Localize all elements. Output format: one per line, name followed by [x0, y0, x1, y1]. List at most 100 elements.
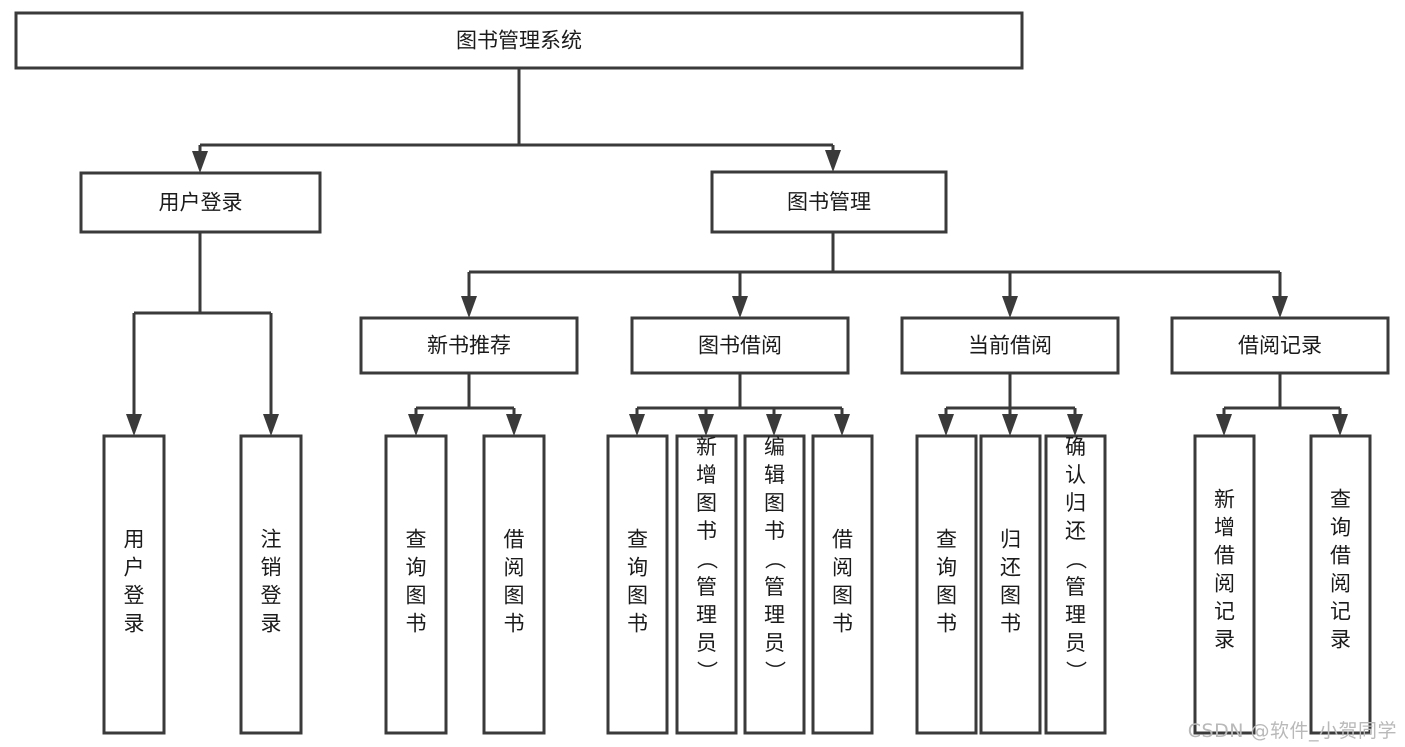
connector-borrow-drop-4: [834, 408, 850, 436]
node-borrow-record[interactable]: 借阅记录: [1170, 316, 1390, 375]
leaf-label-char: 编: [764, 435, 785, 459]
connector-bus-to-user-login: [192, 145, 208, 173]
leaf-label-char: 员: [1065, 631, 1086, 655]
connector-current-drop-1: [938, 408, 954, 436]
root-node-root[interactable]: 图书管理系统: [14, 11, 1024, 70]
leaf-label-char: 记: [1330, 600, 1351, 624]
node-label: 新书推荐: [427, 334, 511, 358]
leaf-label-char: 书: [1000, 612, 1021, 636]
leaf-label-char: 借: [1214, 544, 1235, 568]
leaf-label-char: 查: [406, 528, 427, 552]
node-book-management[interactable]: 图书管理: [710, 170, 948, 234]
leaf-label-char: 书: [504, 612, 525, 636]
node-label: 图书管理: [787, 190, 871, 214]
leaf-label-char: 还: [1065, 519, 1086, 543]
connector-user-login-drop-1: [126, 313, 142, 436]
leaf-label-char: 管: [696, 575, 717, 599]
leaf-label-char: 确: [1065, 435, 1086, 459]
leaf-label-char: ）: [763, 661, 787, 682]
leaf-label-char: 书: [936, 612, 957, 636]
leaf-label-char: 用: [124, 528, 145, 552]
node-label: 当前借阅: [968, 334, 1052, 358]
leaf-label-char: 注: [261, 528, 282, 552]
leaf-label-char: 图: [627, 584, 648, 608]
connector-record-drop-1: [1216, 408, 1232, 436]
leaf-label-char: （: [695, 549, 719, 570]
leaf-label-char: 登: [124, 584, 145, 608]
connector-record-drop-2: [1332, 408, 1348, 436]
node-label: 图书管理系统: [456, 29, 582, 53]
connector-borrow-drop-1: [629, 408, 645, 436]
node-label: 借阅记录: [1238, 334, 1322, 358]
leaf-label-char: 借: [504, 528, 525, 552]
leaf-label-char: 书: [627, 612, 648, 636]
leaf-label-char: 录: [1330, 628, 1351, 652]
node-book-borrow[interactable]: 图书借阅: [630, 316, 850, 375]
leaf-label-char: 图: [936, 584, 957, 608]
connector-borrow-drop-3: [766, 408, 782, 436]
leaf-label-char: 销: [261, 556, 282, 580]
leaf-label-char: 理: [764, 603, 785, 627]
leaf-label-char: 理: [1065, 603, 1086, 627]
leaf-label-char: 图: [832, 584, 853, 608]
leaf-label-char: 录: [1214, 628, 1235, 652]
leaf-label-char: 阅: [1214, 572, 1235, 596]
leaf-label-char: ）: [1064, 661, 1088, 682]
connector-layer: [126, 68, 1348, 436]
leaf-label-char: 借: [832, 528, 853, 552]
leaf-label-char: （: [1064, 549, 1088, 570]
leaf-label-char: 图: [1000, 584, 1021, 608]
node-label: 图书借阅: [698, 334, 782, 358]
node-current-borrow[interactable]: 当前借阅: [900, 316, 1120, 375]
leaf-label-char: 书: [406, 612, 427, 636]
leaf-label-char: 图: [764, 491, 785, 515]
connector-book-mgmt-drop-1: [461, 272, 477, 318]
leaf-label-char: 图: [406, 584, 427, 608]
connector-user-login-drop-2: [263, 313, 279, 436]
leaf-label: 用户登录: [124, 528, 145, 636]
leaf-label-char: 增: [1214, 516, 1235, 540]
leaf-label-char: 询: [1330, 516, 1351, 540]
leaf-label-char: （: [763, 549, 787, 570]
leaf-label-char: 询: [406, 556, 427, 580]
connector-book-mgmt-drop-4: [1272, 272, 1288, 318]
leaf-label-char: 辑: [764, 463, 785, 487]
leaf-label-char: 管: [764, 575, 785, 599]
connector-book-mgmt-drop-2: [732, 272, 748, 318]
node-user-login[interactable]: 用户登录: [79, 171, 322, 234]
leaf-label-char: 录: [124, 612, 145, 636]
connector-rec-drop-2: [506, 408, 522, 436]
leaf-label-char: 查: [627, 528, 648, 552]
node-new-book-recommend[interactable]: 新书推荐: [359, 316, 579, 375]
leaf-node-leaf-user-login[interactable]: 用户登录: [102, 434, 166, 735]
leaf-label-char: 阅: [832, 556, 853, 580]
leaf-label-char: 登: [261, 584, 282, 608]
leaf-label-char: 管: [1065, 575, 1086, 599]
leaf-label-char: 新: [1214, 488, 1235, 512]
leaf-label-char: 书: [764, 519, 785, 543]
connector-borrow-drop-2: [698, 408, 714, 436]
leaf-label-char: 图: [504, 584, 525, 608]
